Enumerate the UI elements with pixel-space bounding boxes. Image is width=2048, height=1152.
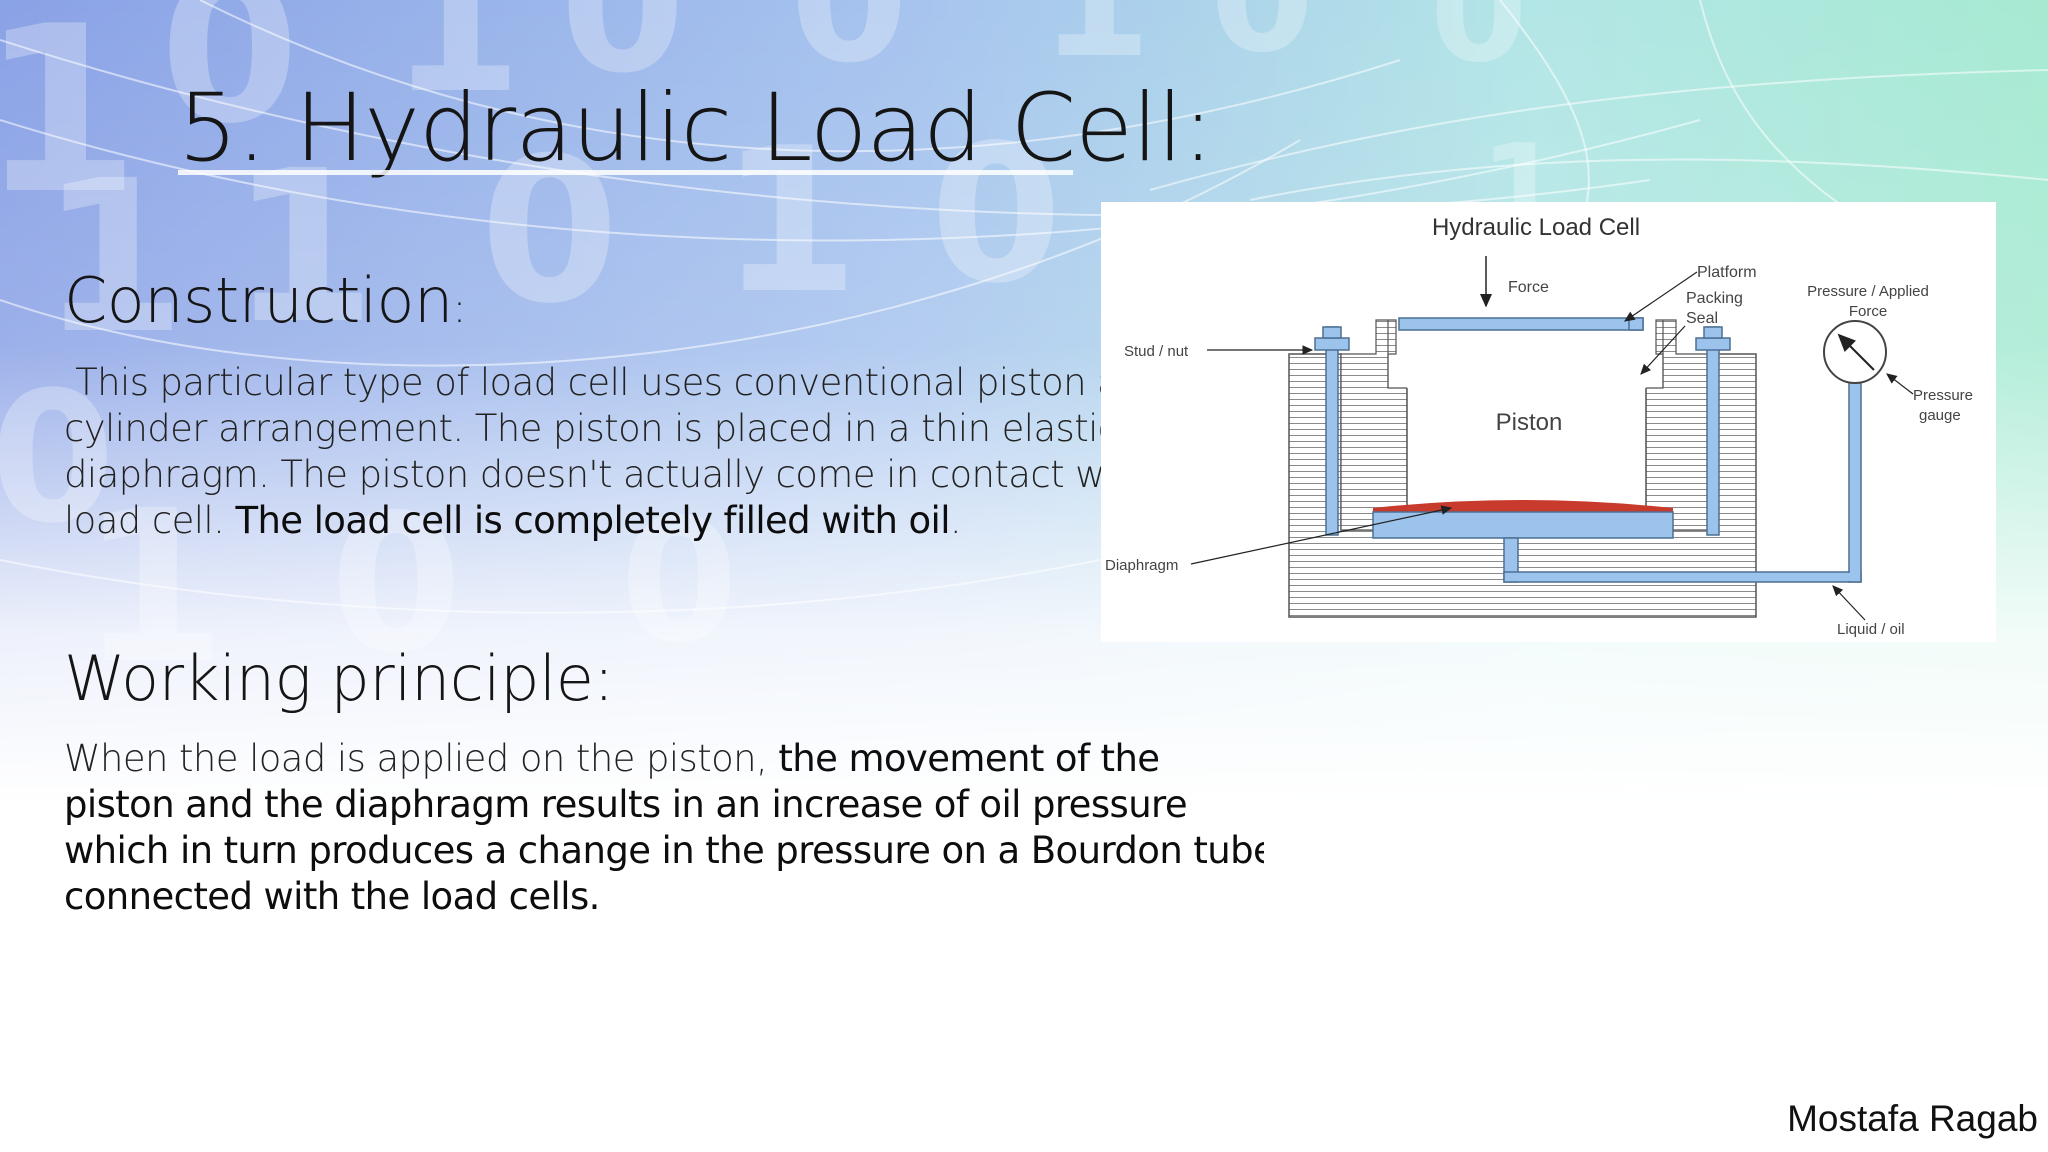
construction-end-punct: . — [949, 499, 962, 542]
slide-title: 5. Hydraulic Load Cell: — [178, 74, 1214, 183]
label-pressure-gauge-1: Pressure — [1913, 387, 1973, 404]
construction-line-4-text: load cell. — [64, 499, 225, 542]
label-seal: Seal — [1686, 310, 1718, 327]
working-line-1: When the load is applied on the piston, … — [64, 736, 1264, 782]
stud-nut-right — [1695, 326, 1731, 536]
label-piston: Piston — [1496, 409, 1563, 436]
label-pressure-applied-2: Force — [1849, 303, 1887, 320]
construction-line-4: load cell. The load cell is completely f… — [64, 498, 1104, 544]
working-line-2-bold: piston and the diaphragm results in an i… — [64, 783, 1188, 826]
construction-heading: Construction: — [64, 270, 466, 332]
label-pressure-applied-1: Pressure / Applied — [1807, 283, 1929, 300]
construction-bold-tail: The load cell is completely filled with … — [235, 499, 950, 542]
working-line-1-light: When the load is applied on the piston, — [64, 737, 779, 780]
construction-line-2: cylinder arrangement. The piston is plac… — [64, 407, 1104, 450]
working-line-4-bold: connected with the load cells. — [64, 875, 600, 918]
working-line-2: piston and the diaphragm results in an i… — [64, 782, 1264, 828]
working-line-4: connected with the load cells. — [64, 874, 1264, 920]
diagram-title: Hydraulic Load Cell — [1432, 214, 1640, 241]
construction-line-3: diaphragm. The piston doesn't actually c… — [64, 453, 1104, 496]
label-force: Force — [1508, 279, 1549, 296]
label-stud-nut: Stud / nut — [1124, 343, 1189, 360]
working-heading: Working principle: — [64, 642, 614, 715]
piston-base — [1372, 511, 1674, 539]
construction-heading-colon: : — [452, 286, 466, 332]
construction-line-1: This particular type of load cell uses c… — [64, 361, 1104, 404]
working-line-3-bold: which in turn produces a change in the p… — [64, 829, 1264, 872]
working-line-3: which in turn produces a change in the p… — [64, 828, 1264, 874]
stud-nut-left — [1314, 326, 1350, 536]
author-name: Mostafa Ragab — [1787, 1098, 2038, 1139]
pressure-gauge — [1823, 320, 1887, 384]
working-line-1-bold: the movement of the — [778, 737, 1160, 780]
cylinder-body — [1288, 319, 1757, 618]
working-paragraph: When the load is applied on the piston, … — [64, 736, 1264, 920]
label-packing: Packing — [1686, 290, 1743, 307]
platform — [1398, 317, 1644, 331]
title-underline — [178, 170, 1073, 175]
label-diaphragm: Diaphragm — [1105, 557, 1178, 574]
label-pressure-gauge-2: gauge — [1919, 407, 1961, 424]
label-liquid-oil: Liquid / oil — [1837, 621, 1905, 638]
label-platform: Platform — [1697, 264, 1757, 281]
hydraulic-load-cell-diagram: Hydraulic Load Cell Force Platform Packi… — [1101, 202, 1996, 642]
construction-heading-text: Construction — [64, 264, 453, 337]
construction-paragraph: This particular type of load cell uses c… — [64, 360, 1104, 544]
